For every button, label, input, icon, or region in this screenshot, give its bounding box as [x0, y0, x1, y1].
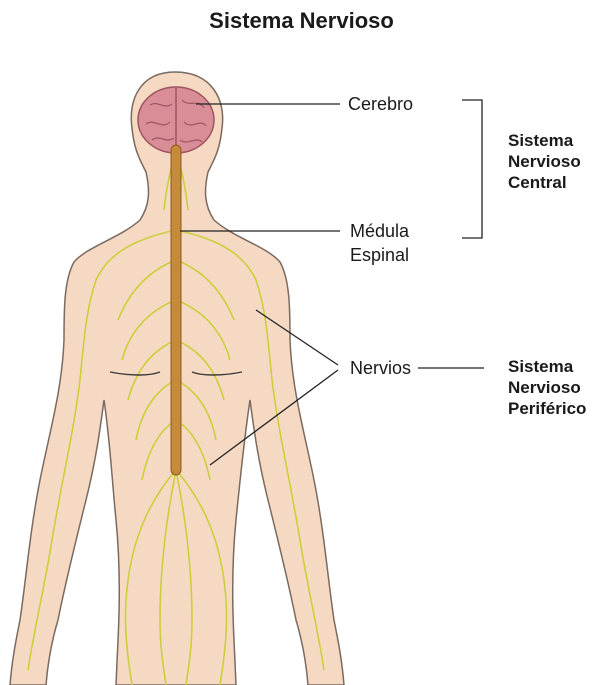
group-periferico: Sistema Nervioso Periférico [508, 356, 586, 419]
brain-shape [138, 87, 214, 153]
group-central-line1: Sistema [508, 130, 581, 151]
group-central-line3: Central [508, 172, 581, 193]
group-central-line2: Nervioso [508, 151, 581, 172]
label-cerebro: Cerebro [348, 93, 413, 115]
label-nervios: Nervios [350, 357, 411, 379]
group-periferico-line1: Sistema [508, 356, 586, 377]
group-periferico-line3: Periférico [508, 398, 586, 419]
group-periferico-line2: Nervioso [508, 377, 586, 398]
label-medula-line2: Espinal [350, 244, 409, 266]
group-central: Sistema Nervioso Central [508, 130, 581, 193]
spinal-cord-shape [171, 145, 181, 475]
label-medula-line1: Médula [350, 220, 409, 242]
